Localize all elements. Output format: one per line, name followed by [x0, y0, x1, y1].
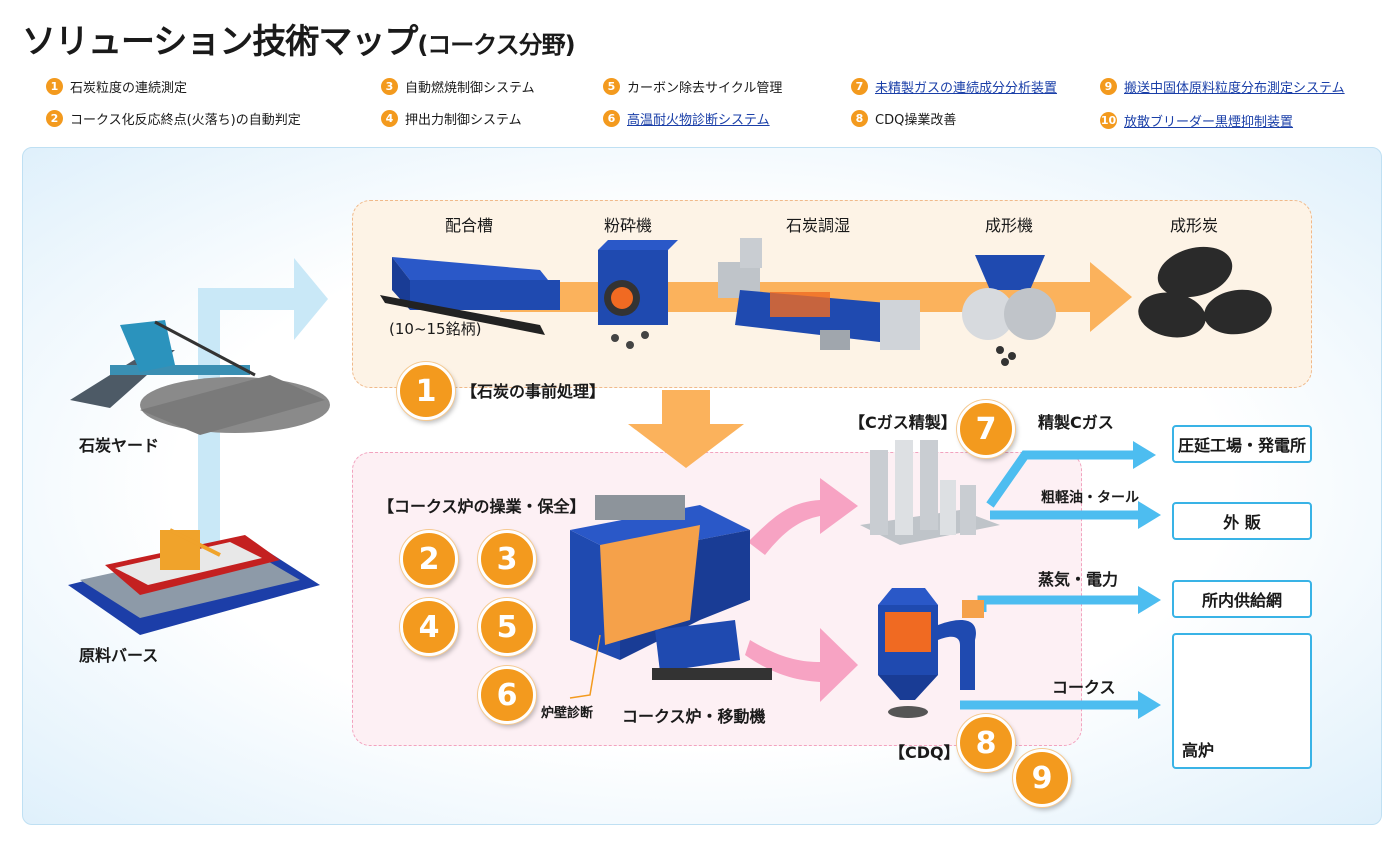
coal-dryer-label: 石炭調湿	[786, 216, 851, 235]
legend-label: 石炭粒度の連続測定	[70, 81, 188, 96]
coal-yard-label: 石炭ヤード	[79, 436, 160, 455]
solution-badge-6[interactable]: 6	[478, 666, 536, 724]
legend-number-badge: 9	[1100, 78, 1117, 95]
coal-yard-illustration	[70, 320, 330, 435]
blending-tank-label: 配合槽	[445, 216, 494, 235]
coke-oven-zone-label: 【コークス炉の操業・保全】	[378, 497, 586, 516]
destination-blast-furnace: 高炉	[1172, 633, 1312, 769]
legend-item-4: 4 押出力制御システム	[381, 109, 522, 128]
blending-tank-illustration	[380, 257, 560, 335]
legend-link[interactable]: 未精製ガスの連続成分分析装置	[875, 81, 1058, 96]
legend-label: 自動燃焼制御システム	[405, 81, 535, 96]
solution-badge-1[interactable]: 1	[397, 362, 455, 420]
coal-dryer-illustration	[718, 238, 920, 350]
wall-diagnosis-label: 炉壁診断	[541, 706, 594, 721]
destination-label: 圧延工場・発電所	[1177, 436, 1306, 455]
pink-arrows	[745, 478, 858, 702]
legend-item-8: 8 CDQ操業改善	[851, 109, 956, 128]
legend-item-7[interactable]: 7 未精製ガスの連続成分分析装置	[851, 77, 1057, 96]
legend-number-badge: 4	[381, 110, 398, 127]
legend-label: 押出力制御システム	[405, 113, 522, 128]
legend-number-badge: 1	[46, 78, 63, 95]
legend-item-3: 3 自動燃焼制御システム	[381, 77, 535, 96]
destination-external-sales: 外 販	[1172, 502, 1312, 540]
legend-item-2: 2 コークス化反応終点(火落ち)の自動判定	[46, 109, 301, 128]
coke-oven-illustration	[570, 495, 772, 680]
solution-badge-2[interactable]: 2	[400, 530, 458, 588]
legend-number-badge: 2	[46, 110, 63, 127]
refined-gas-label: 精製Cガス	[1038, 413, 1114, 432]
page-title: ソリューション技術マップ(コークス分野)	[22, 14, 576, 63]
legend-link[interactable]: 高温耐火物診断システム	[627, 113, 770, 128]
coke-oven-machine-label: コークス炉・移動機	[622, 707, 766, 726]
solution-badge-8[interactable]: 8	[957, 714, 1015, 772]
legend-item-1: 1 石炭粒度の連続測定	[46, 77, 187, 96]
legend-label: CDQ操業改善	[875, 113, 957, 128]
briquetting-machine-label: 成形機	[985, 216, 1034, 235]
legend-number-badge: 8	[851, 110, 868, 127]
legend-item-6[interactable]: 6 高温耐火物診断システム	[603, 109, 770, 128]
destination-rolling-mill-power-plant: 圧延工場・発電所	[1172, 425, 1312, 463]
solution-badge-7[interactable]: 7	[957, 400, 1015, 458]
briquettes-illustration	[1138, 246, 1272, 338]
legend-item-5: 5 カーボン除去サイクル管理	[603, 77, 782, 96]
solution-badge-9[interactable]: 9	[1013, 749, 1071, 807]
legend-item-10[interactable]: 10 放散ブリーダー黒煙抑制装置	[1100, 111, 1293, 130]
steam-power-label: 蒸気・電力	[1038, 570, 1119, 589]
output-arrow-heads	[1133, 441, 1161, 719]
crusher-illustration	[598, 240, 678, 349]
destination-internal-grid: 所内供給網	[1172, 580, 1312, 618]
crusher-label: 粉砕機	[604, 216, 653, 235]
legend-number-badge: 10	[1100, 112, 1117, 129]
legend-link[interactable]: 放散ブリーダー黒煙抑制装置	[1124, 115, 1294, 130]
berth-illustration	[68, 528, 320, 635]
page-title-sub: (コークス分野)	[417, 31, 575, 59]
destination-label: 高炉	[1182, 741, 1215, 760]
briquetting-machine-illustration	[962, 255, 1056, 366]
raw-material-berth-label: 原料バース	[79, 646, 159, 665]
cdq-label: 【CDQ】	[889, 743, 960, 762]
solution-badge-5[interactable]: 5	[478, 598, 536, 656]
crude-oil-tar-label: 粗軽油・タール	[1041, 490, 1139, 506]
solution-badge-3[interactable]: 3	[478, 530, 536, 588]
coke-output-label: コークス	[1052, 678, 1116, 697]
down-arrow	[628, 390, 744, 468]
legend-label: カーボン除去サイクル管理	[627, 81, 783, 96]
gas-refining-label: 【Cガス精製】	[849, 413, 957, 432]
legend-number-badge: 5	[603, 78, 620, 95]
gas-refining-plant-illustration	[860, 440, 1000, 545]
legend-item-9[interactable]: 9 搬送中固体原料粒度分布測定システム	[1100, 77, 1345, 96]
pretreatment-zone-label: 【石炭の事前処理】	[461, 382, 606, 401]
legend-number-badge: 3	[381, 78, 398, 95]
briquette-label: 成形炭	[1170, 216, 1219, 235]
legend-label: コークス化反応終点(火落ち)の自動判定	[70, 113, 301, 128]
cdq-illustration	[878, 588, 984, 718]
legend-link[interactable]: 搬送中固体原料粒度分布測定システム	[1124, 81, 1345, 96]
legend-number-badge: 7	[851, 78, 868, 95]
page-title-main: ソリューション技術マップ	[22, 22, 418, 62]
destination-label: 外 販	[1223, 513, 1261, 532]
legend-number-badge: 6	[603, 110, 620, 127]
destination-label: 所内供給網	[1201, 591, 1282, 610]
solution-badge-4[interactable]: 4	[400, 598, 458, 656]
blending-note: (10~15銘柄)	[389, 320, 482, 338]
